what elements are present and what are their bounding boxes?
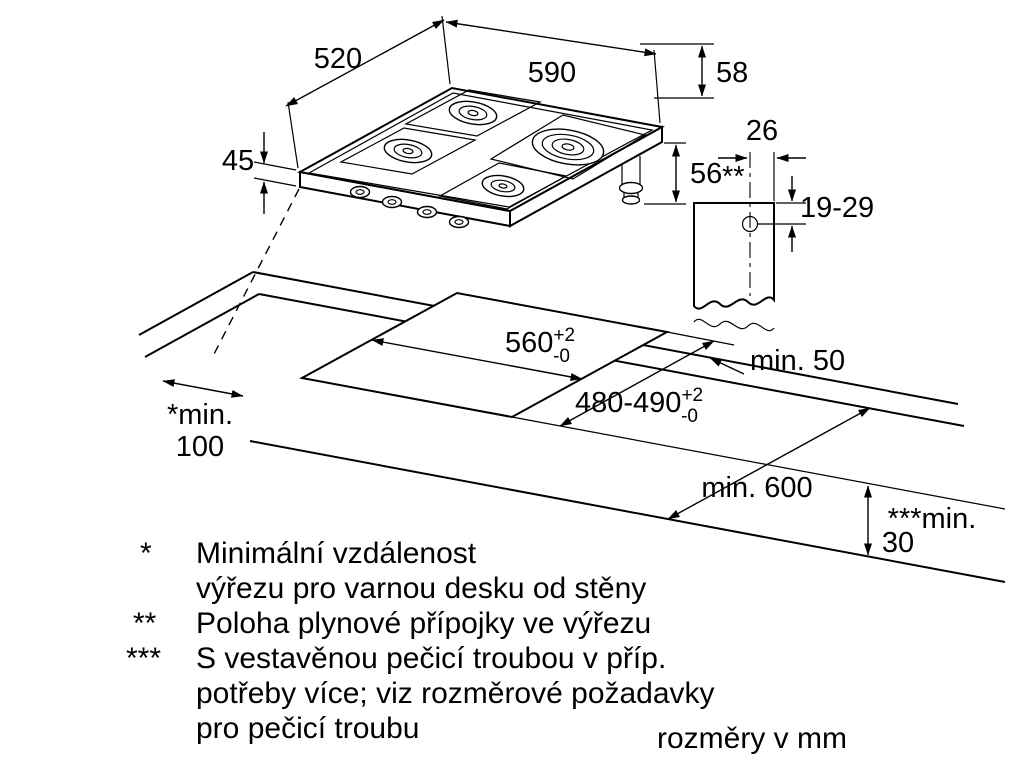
knob-4 — [448, 215, 470, 229]
legend-line-5: potřeby více; viz rozměrové požadavky — [196, 677, 715, 710]
legend-line-2: výřezu pro varnou desku od stěny — [196, 572, 646, 605]
front-worktop-edge-line — [249, 440, 1006, 583]
legend-line-1: Minimální vzdálenost — [196, 537, 477, 570]
hob-top-surface — [297, 86, 665, 213]
label-58: 58 — [716, 57, 748, 89]
dim-min600 — [667, 407, 871, 520]
label-45: 45 — [222, 145, 254, 177]
dim-hob-width-590 — [445, 19, 661, 124]
knob-3 — [416, 205, 438, 219]
label-26: 26 — [746, 115, 778, 147]
side-wall-line-1 — [138, 271, 254, 336]
burner-back-left — [448, 100, 498, 126]
pan-supports — [339, 89, 647, 210]
gas-detail-section — [693, 152, 775, 332]
hob — [297, 86, 665, 229]
label-min100-line1: *min. — [167, 399, 233, 431]
legend-marker-2: ** — [133, 607, 157, 640]
dim-58 — [640, 43, 714, 99]
label-min100-line2: 100 — [176, 431, 224, 463]
control-knobs — [349, 185, 470, 229]
grate-back-left — [404, 89, 542, 137]
dim-26 — [718, 152, 806, 201]
label-min50: min. 50 — [750, 345, 845, 377]
label-min600: min. 600 — [701, 472, 812, 504]
grate-wok — [489, 114, 647, 180]
dim-min100 — [162, 379, 244, 398]
burners — [383, 100, 605, 198]
label-520: 520 — [314, 43, 362, 75]
legend-line-3: Poloha plynové přípojky ve výřezu — [196, 607, 651, 640]
legend-line-6: pro pečicí troubu — [196, 712, 419, 745]
label-cutout-width: 560+2-0 — [505, 325, 575, 367]
dim-45 — [253, 132, 297, 214]
knob-1 — [349, 185, 371, 199]
label-min30-line1: ***min. — [888, 503, 977, 535]
legend-marker-1: * — [140, 537, 152, 570]
legend: * Minimální vzdálenost výřezu pro varnou… — [126, 537, 847, 755]
label-cutout-depth: 480-490+2-0 — [575, 385, 703, 427]
burner-front-right — [481, 174, 525, 198]
label-gas-marker: ** — [722, 161, 745, 193]
burner-front-left — [383, 138, 433, 164]
label-19-29: 19-29 — [800, 192, 874, 224]
dim-19-29 — [758, 176, 806, 252]
worktop-section-piece — [693, 202, 775, 310]
knob-2 — [381, 195, 403, 209]
legend-marker-3: *** — [126, 642, 161, 675]
label-590: 590 — [528, 57, 576, 89]
break-line — [693, 318, 775, 332]
hob-top-rim — [307, 92, 654, 208]
dim-min50-leader — [709, 357, 745, 375]
burner-wok — [531, 128, 605, 166]
grate-front-left — [339, 127, 477, 175]
dim-56 — [644, 142, 686, 205]
legend-line-4: S vestavěnou pečicí troubou v příp. — [196, 642, 666, 675]
label-min30-line2: 30 — [882, 527, 914, 559]
side-wall-line-2 — [144, 293, 260, 358]
label-56: 56 — [690, 158, 722, 190]
alignment-dashed-line — [211, 188, 300, 359]
gas-inlet — [618, 156, 644, 205]
dim-cutout-width-560 — [371, 338, 583, 381]
units-note: rozměry v mm — [657, 722, 847, 755]
dimension-lines — [162, 15, 1006, 556]
grate-front-right — [438, 162, 568, 210]
dimension-labels: 520 590 58 45 56 ** 26 19-29 560+2-0 480… — [167, 43, 976, 559]
